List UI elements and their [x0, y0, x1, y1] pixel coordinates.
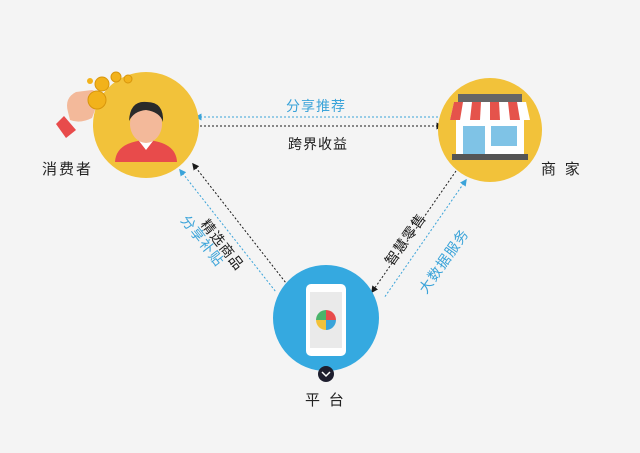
edge-selected-goods [192, 162, 287, 284]
person-avatar-icon [115, 101, 177, 162]
smartphone-icon [306, 284, 346, 356]
storefront-icon [450, 94, 530, 160]
consumer-node [93, 72, 199, 178]
cross-border-income-label: 跨界收益 [288, 137, 348, 153]
platform-label: 平 台 [305, 391, 346, 409]
share-recommend-label: 分享推荐 [286, 99, 346, 115]
platform-node [273, 265, 379, 382]
edge-smart-retail [371, 170, 457, 294]
merchant-node [438, 78, 542, 182]
coin-hand-icon [56, 71, 133, 138]
chevron-down-icon [318, 366, 334, 382]
edge-share-subsidy [179, 168, 277, 293]
merchant-label: 商 家 [541, 160, 582, 178]
consumer-label: 消费者 [42, 160, 94, 178]
